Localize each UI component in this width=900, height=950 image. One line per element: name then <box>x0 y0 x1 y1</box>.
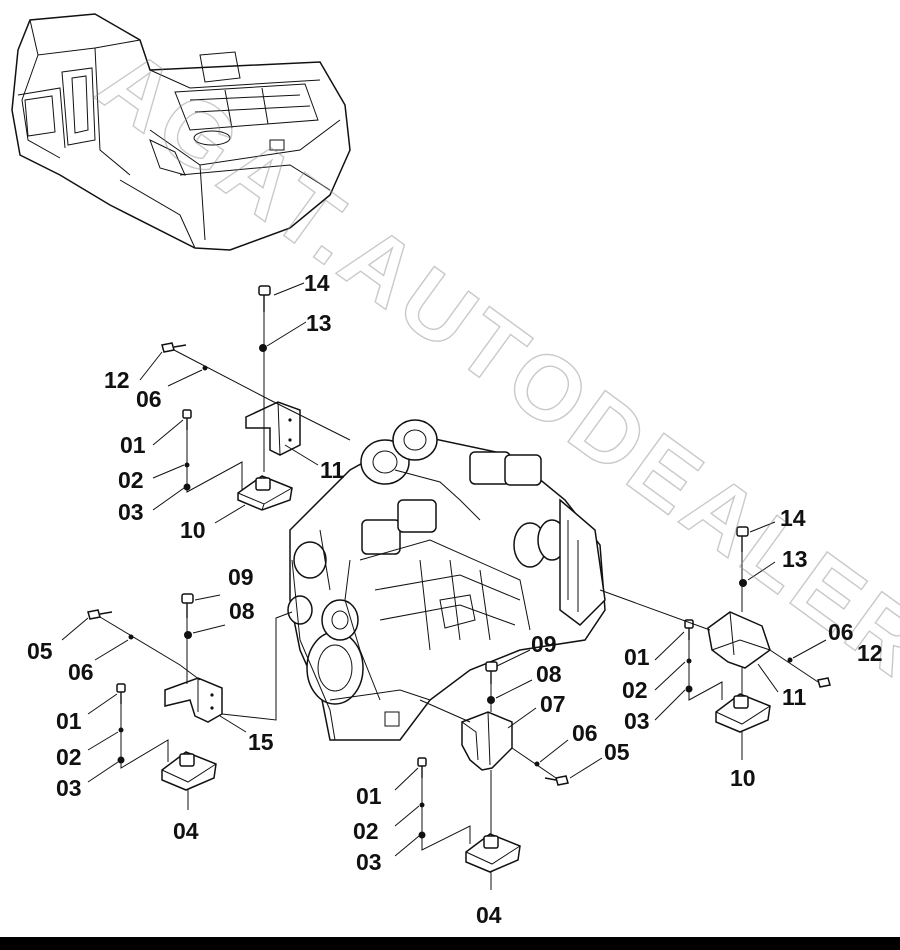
callout-13: 13 <box>782 546 808 572</box>
callout-14: 14 <box>780 505 806 531</box>
callout-03: 03 <box>624 708 650 734</box>
callout-14: 14 <box>304 270 330 296</box>
callout-08: 08 <box>536 661 562 687</box>
engine-illustration <box>287 419 606 741</box>
callout-08: 08 <box>229 598 255 624</box>
callout-04: 04 <box>476 902 502 928</box>
callout-05: 05 <box>27 638 53 664</box>
callout-01: 01 <box>624 644 650 670</box>
callout-05: 05 <box>604 739 630 765</box>
mount-group-upper-left <box>139 282 351 524</box>
callout-02: 02 <box>56 744 82 770</box>
callout-11: 11 <box>782 684 807 710</box>
callout-13: 13 <box>306 310 332 336</box>
mount-group-lower-left <box>61 593 293 810</box>
bottom-border <box>0 937 900 950</box>
callout-01: 01 <box>56 708 82 734</box>
callout-15: 15 <box>248 729 274 755</box>
callout-06: 06 <box>68 659 94 685</box>
callout-09: 09 <box>531 631 557 657</box>
callout-02: 02 <box>622 677 648 703</box>
callout-03: 03 <box>356 849 382 875</box>
callout-02: 02 <box>353 818 379 844</box>
callout-12: 12 <box>857 640 883 666</box>
callout-03: 03 <box>56 775 82 801</box>
callout-10: 10 <box>730 765 756 791</box>
callout-01: 01 <box>356 783 382 809</box>
callout-labels: 14 13 12 06 01 02 03 11 10 09 08 05 06 0… <box>27 270 883 928</box>
callout-04: 04 <box>173 818 199 844</box>
callout-07: 07 <box>540 691 566 717</box>
mount-group-bottom-center <box>394 649 603 890</box>
excavator-illustration <box>11 13 351 251</box>
callout-12: 12 <box>104 367 130 393</box>
callout-11: 11 <box>320 457 345 483</box>
callout-02: 02 <box>118 467 144 493</box>
callout-06: 06 <box>572 720 598 746</box>
callout-01: 01 <box>120 432 146 458</box>
mount-group-right <box>599 521 831 760</box>
callout-09: 09 <box>228 564 254 590</box>
callout-06: 06 <box>828 619 854 645</box>
callout-06: 06 <box>136 386 162 412</box>
callout-10: 10 <box>180 517 206 543</box>
callout-03: 03 <box>118 499 144 525</box>
